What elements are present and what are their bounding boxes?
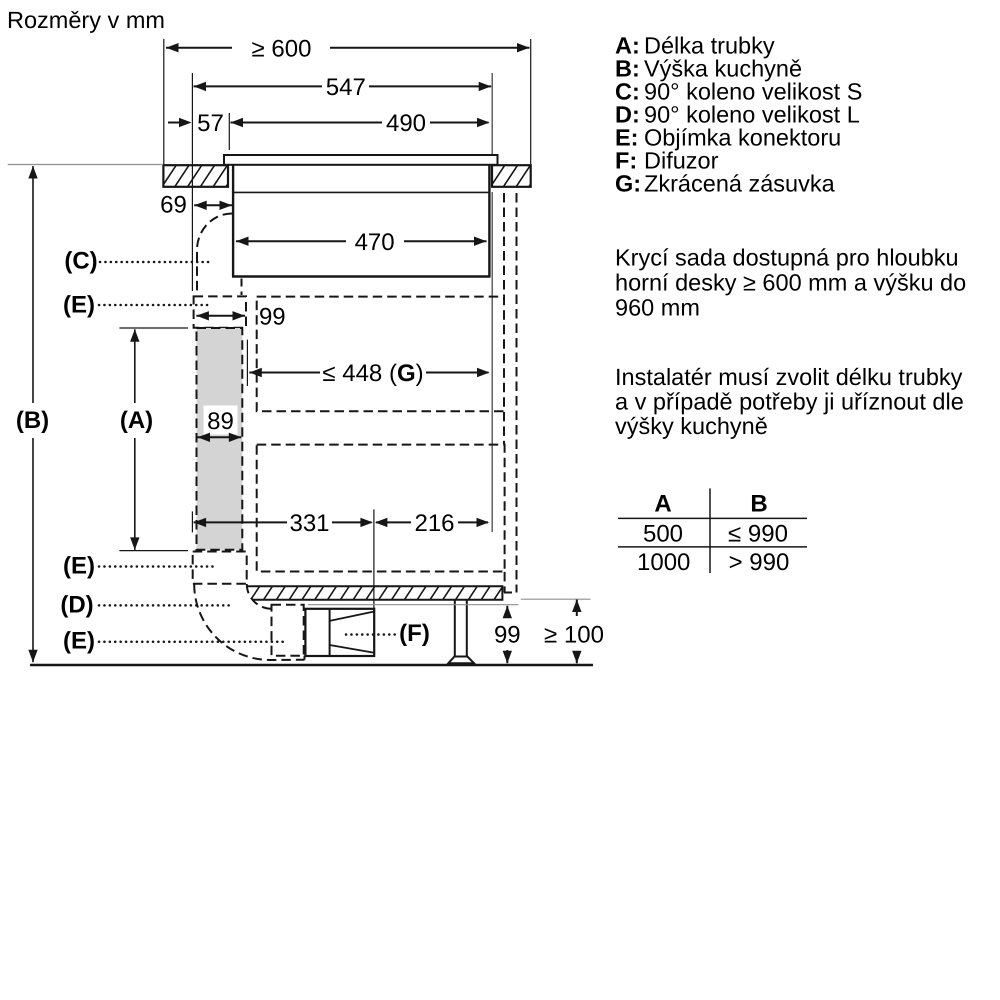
svg-text:Výška kuchyně: Výška kuchyně [644,56,802,82]
svg-text:(C): (C) [64,248,97,275]
svg-text:> 990: > 990 [729,549,790,576]
svg-text:G:: G: [615,171,641,197]
svg-text:a v případě potřeby ji uříznou: a v případě potřeby ji uříznout dle [615,388,964,414]
svg-text:99: 99 [494,622,521,649]
svg-text:(B): (B) [16,407,49,434]
svg-text:90° koleno velikost S: 90° koleno velikost S [644,79,862,105]
svg-text:90° koleno velikost L: 90° koleno velikost L [644,102,860,128]
svg-text:Rozměry v mm: Rozměry v mm [7,7,165,33]
svg-text:500: 500 [643,520,683,547]
svg-text:≥ 600: ≥ 600 [252,35,312,62]
svg-text:490: 490 [386,110,426,137]
svg-text:(F): (F) [399,620,430,647]
svg-text:Délka trubky: Délka trubky [644,33,775,59]
svg-text:(D): (D) [60,592,93,619]
svg-text:≤ 448 (G): ≤ 448 (G) [322,360,423,387]
svg-text:B: B [750,491,767,518]
svg-text:(E): (E) [63,553,95,580]
svg-text:výšky kuchyně: výšky kuchyně [615,413,768,439]
svg-text:89: 89 [207,408,234,435]
svg-text:≤ 990: ≤ 990 [728,520,788,547]
svg-text:horní desky ≥ 600 mm a výšku d: horní desky ≥ 600 mm a výšku do [615,270,966,296]
svg-text:1000: 1000 [637,549,690,576]
svg-text:Instalatér musí zvolit délku t: Instalatér musí zvolit délku trubky [615,364,963,390]
svg-text:Krycí sada dostupná pro hloubk: Krycí sada dostupná pro hloubku [615,245,959,271]
svg-text:E:: E: [615,125,639,151]
svg-text:(E): (E) [63,628,95,655]
svg-text:547: 547 [326,74,366,101]
svg-text:(E): (E) [63,292,95,319]
svg-text:D:: D: [615,102,640,128]
svg-text:A:: A: [615,33,640,59]
svg-text:470: 470 [355,229,395,256]
svg-text:Difuzor: Difuzor [644,148,719,174]
svg-text:69: 69 [160,192,187,219]
svg-text:A: A [654,491,671,518]
svg-text:57: 57 [197,110,224,137]
svg-text:B:: B: [615,56,640,82]
svg-text:F:: F: [615,148,637,174]
svg-text:216: 216 [414,510,454,537]
svg-text:(A): (A) [120,407,153,434]
svg-text:960 mm: 960 mm [615,295,700,321]
svg-text:Zkrácená zásuvka: Zkrácená zásuvka [644,171,836,197]
svg-text:C:: C: [615,79,640,105]
svg-text:99: 99 [259,304,286,331]
svg-text:Objímka konektoru: Objímka konektoru [644,125,841,151]
svg-text:≥ 100: ≥ 100 [544,622,604,649]
svg-text:331: 331 [289,510,329,537]
